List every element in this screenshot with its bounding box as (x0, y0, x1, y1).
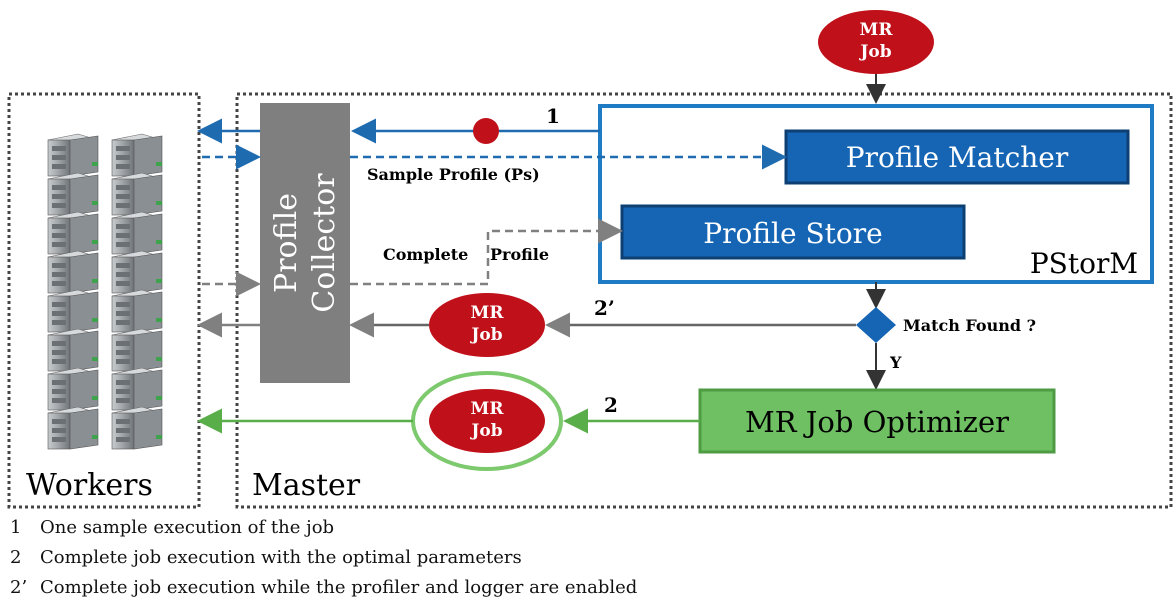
legend-item: 2’Complete job execution while the profi… (10, 577, 638, 598)
svg-text:Profile Matcher: Profile Matcher (846, 141, 1069, 174)
master-label: Master (252, 468, 361, 503)
svg-text:Collector: Collector (307, 173, 342, 313)
workers-label: Workers (26, 468, 153, 503)
match-found-decision (856, 307, 896, 343)
complete-profile-label-b: Profile (490, 245, 549, 264)
server-unit-icon (47, 328, 99, 372)
profile-store-box: Profile Store (620, 204, 966, 260)
opt-mr-job-node: MR Job (411, 371, 563, 471)
server-unit-icon (47, 406, 99, 450)
profile-matcher-box: Profile Matcher (784, 129, 1130, 185)
sample-profile-label: Sample Profile (Ps) (367, 165, 540, 184)
svg-text:MR Job Optimizer: MR Job Optimizer (745, 405, 1009, 439)
step2-label: 2 (604, 393, 618, 417)
server-unit-icon (47, 211, 99, 255)
server-unit-icon (111, 133, 163, 177)
svg-text:Job: Job (469, 421, 502, 441)
svg-text:Job: Job (469, 325, 502, 345)
pstorm-label: PStorM (1030, 247, 1138, 280)
step1-label: 1 (546, 104, 560, 128)
complete-profile-arrow (350, 218, 623, 286)
workers-container (7, 92, 201, 509)
step1-job-dot (473, 118, 499, 144)
server-unit-icon (47, 133, 99, 177)
master-container (235, 92, 1173, 509)
server-unit-icon (47, 367, 99, 411)
top-mr-job-node: MR Job (818, 10, 934, 74)
server-unit-icon (111, 250, 163, 294)
server-unit-icon (111, 328, 163, 372)
svg-text:Profile Store: Profile Store (703, 217, 882, 250)
server-unit-icon (111, 172, 163, 216)
svg-text:Job: Job (858, 42, 891, 62)
server-rack-icon (47, 133, 163, 450)
server-unit-icon (111, 367, 163, 411)
svg-text:MR: MR (471, 303, 505, 323)
svg-text:Profile: Profile (269, 193, 304, 293)
mr-job-optimizer-box: MR Job Optimizer (698, 388, 1056, 454)
yes-label: Y (889, 353, 902, 372)
server-unit-icon (47, 172, 99, 216)
svg-text:MR: MR (860, 20, 894, 40)
server-unit-icon (111, 289, 163, 333)
server-unit-icon (47, 289, 99, 333)
mid-mr-job-node: MR Job (429, 293, 545, 357)
server-unit-icon (111, 406, 163, 450)
match-found-label: Match Found ? (903, 316, 1036, 335)
profile-collector-box: Profile Collector (260, 103, 350, 383)
server-unit-icon (47, 250, 99, 294)
svg-text:MR: MR (471, 399, 505, 419)
complete-profile-label-a: Complete (383, 245, 468, 264)
server-unit-icon (111, 211, 163, 255)
step2-prime-label: 2’ (594, 296, 615, 320)
